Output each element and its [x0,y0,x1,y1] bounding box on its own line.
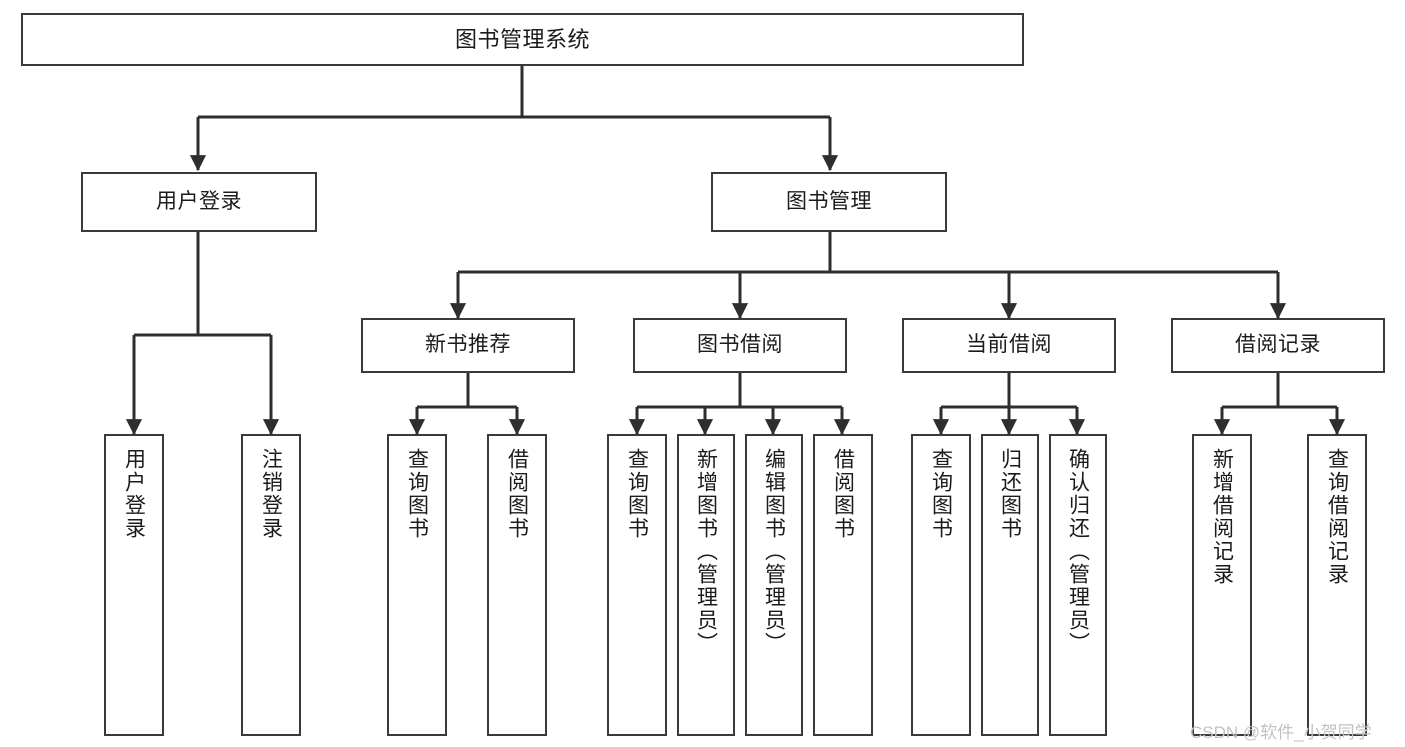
node-label: 借阅图书 [831,448,855,540]
node-label: 查询借阅记录 [1325,448,1349,586]
node-book-borrow[interactable]: 图书借阅 [633,318,847,373]
leaf-book-borrow-query[interactable]: 查询图书 [607,434,667,736]
node-book-management[interactable]: 图书管理 [711,172,947,232]
leaf-new-book-query[interactable]: 查询图书 [387,434,447,736]
node-new-book-recommend[interactable]: 新书推荐 [361,318,575,373]
leaf-borrow-record-add[interactable]: 新增借阅记录 [1192,434,1252,736]
node-user-login[interactable]: 用户登录 [81,172,317,232]
leaf-borrow-record-query[interactable]: 查询借阅记录 [1307,434,1367,736]
node-label: 当前借阅 [966,333,1052,357]
node-label: 查询图书 [405,448,429,540]
leaf-book-borrow-borrow[interactable]: 借阅图书 [813,434,873,736]
node-label: 用户登录 [156,189,242,213]
node-label: 借阅记录 [1235,333,1321,357]
node-current-borrow[interactable]: 当前借阅 [902,318,1116,373]
node-label: 新增图书（管理员） [694,448,718,655]
node-label: 图书管理系统 [454,26,590,52]
node-label: 查询图书 [625,448,649,540]
node-label: 新书推荐 [425,333,511,357]
node-label: 注销登录 [259,448,283,540]
leaf-user-login-login[interactable]: 用户登录 [104,434,164,736]
leaf-book-borrow-edit[interactable]: 编辑图书（管理员） [745,434,803,736]
leaf-current-borrow-return[interactable]: 归还图书 [981,434,1039,736]
node-label: 确认归还（管理员） [1066,448,1090,655]
leaf-current-borrow-confirm-return[interactable]: 确认归还（管理员） [1049,434,1107,736]
node-label: 归还图书 [998,448,1022,540]
leaf-new-book-borrow[interactable]: 借阅图书 [487,434,547,736]
node-label: 图书借阅 [697,333,783,357]
node-borrow-record[interactable]: 借阅记录 [1171,318,1385,373]
node-root-book-management-system[interactable]: 图书管理系统 [21,13,1024,66]
node-label: 编辑图书（管理员） [762,448,786,655]
leaf-user-login-logout[interactable]: 注销登录 [241,434,301,736]
node-label: 借阅图书 [505,448,529,540]
csdn-watermark: CSDN @软件_小贺同学 [1190,723,1372,742]
node-label: 图书管理 [786,189,872,213]
node-label: 查询图书 [929,448,953,540]
leaf-current-borrow-query[interactable]: 查询图书 [911,434,971,736]
node-label: 用户登录 [122,448,146,540]
node-label: 新增借阅记录 [1210,448,1234,586]
leaf-book-borrow-add[interactable]: 新增图书（管理员） [677,434,735,736]
